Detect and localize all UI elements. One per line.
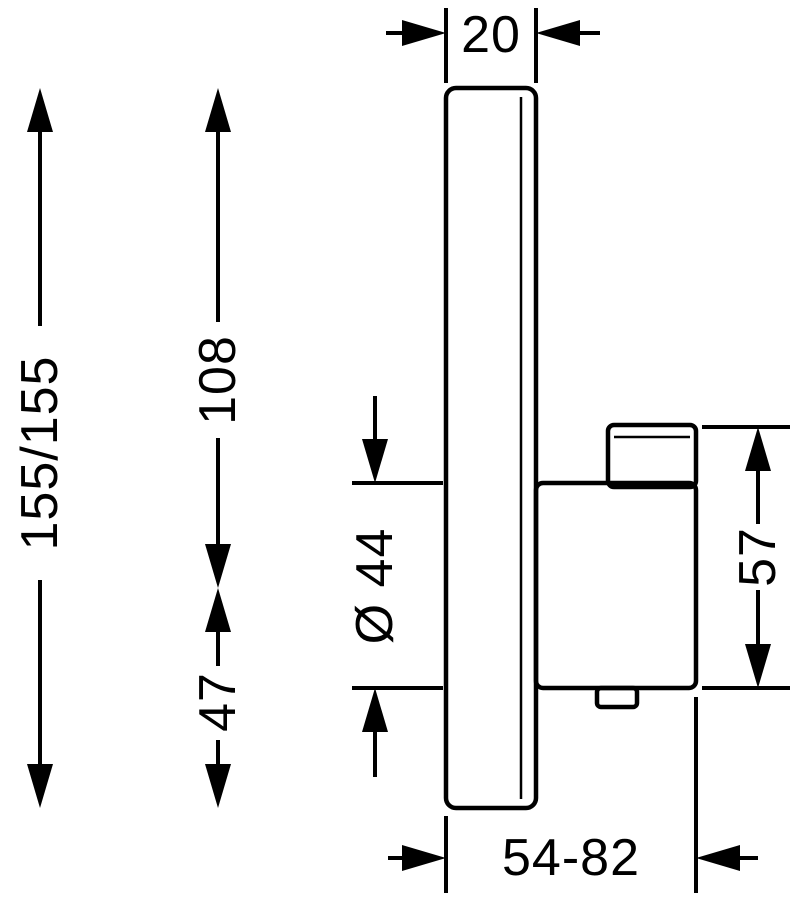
- rotated-label-group: Ø 44: [346, 528, 404, 645]
- arrowhead-up: [27, 88, 53, 132]
- arrowhead-right: [402, 845, 446, 871]
- dim-plate-size: 155/155: [11, 88, 69, 808]
- arrowhead-down: [27, 764, 53, 808]
- rotated-label-group: 47: [189, 672, 247, 732]
- arrowhead-up: [745, 427, 771, 471]
- arrowhead-down: [745, 644, 771, 688]
- handle-diameter-label: Ø 44: [346, 528, 404, 645]
- arrowhead-down: [205, 544, 231, 588]
- arrowhead-up: [205, 88, 231, 132]
- dim-installation-depth: 54-82: [388, 697, 758, 893]
- top-to-center-label: 108: [189, 335, 247, 425]
- rotated-label-group: 155/155: [11, 356, 69, 551]
- arrowhead-left: [696, 845, 740, 871]
- product-outline: [443, 85, 699, 811]
- dim-handle-diameter: Ø 44: [346, 396, 443, 777]
- dim-plate-thickness: 20: [386, 6, 600, 83]
- dim-center-to-bottom: 47: [189, 588, 247, 808]
- arrowhead-up: [205, 588, 231, 632]
- wall-plate: [443, 85, 539, 811]
- plate-thickness-label: 20: [461, 6, 521, 64]
- arrowhead-right: [402, 20, 446, 46]
- dim-handle-height: 57: [702, 425, 790, 690]
- rotated-label-group: 57: [729, 527, 787, 587]
- dim-top-to-center: 108: [189, 88, 247, 588]
- arrowhead-up: [362, 688, 388, 732]
- handle-height-label: 57: [729, 527, 787, 587]
- arrowhead-down: [205, 764, 231, 808]
- arrowhead-down: [362, 439, 388, 483]
- valve-body: [533, 480, 699, 691]
- arrowhead-left: [536, 20, 580, 46]
- installation-depth-label: 54-82: [502, 829, 640, 887]
- rotated-label-group: 108: [189, 335, 247, 425]
- handle-cap: [605, 422, 699, 490]
- plate-size-label: 155/155: [11, 356, 69, 551]
- center-to-bottom-label: 47: [189, 672, 247, 732]
- bottom-notch: [594, 685, 640, 710]
